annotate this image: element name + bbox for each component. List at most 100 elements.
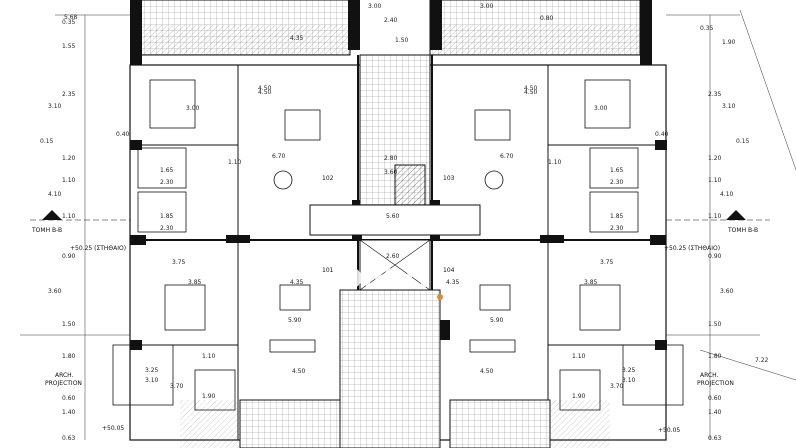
dim-right-1: 1.90	[722, 39, 736, 46]
dim-room-r-a: 3.75	[600, 259, 614, 266]
dim-room-s1: 1.65	[160, 167, 174, 174]
dimension-lines	[20, 9, 796, 440]
right-dimensions: 0.35 1.90 2.35 3.10 0.40 0.15 1.20 1.10 …	[655, 25, 750, 442]
left-dimensions: 0.35 1.55 2.35 3.10 0.40 0.15 1.20 1.10 …	[40, 19, 130, 442]
projection-label-right-2: PROJECTION	[697, 380, 734, 387]
dim-room-c2: 2.60	[386, 253, 400, 260]
dim-left-10: 0.90	[62, 253, 76, 260]
unit-label-102: 102	[322, 175, 334, 182]
level-label-left: +50.25 (ΣΤΗΘΑΙΟ)	[70, 245, 126, 252]
dim-right-3: 3.10	[722, 103, 736, 110]
dim-room-c-w2: 3.60	[384, 169, 398, 176]
dim-right-0: 0.35	[700, 25, 714, 32]
dining-tables	[269, 170, 516, 353]
dim-room-s8: 2.30	[610, 225, 624, 232]
dim-room-tr-h: 3.00	[594, 105, 608, 112]
dim-left-11: 3.60	[48, 288, 62, 295]
dim-room-br-w: 4.50	[480, 368, 494, 375]
dim-left-9: 1.10	[62, 213, 76, 220]
dim-room-r-b: 3.85	[584, 279, 598, 286]
dim-right-5: 0.15	[736, 138, 750, 145]
dim-room-bl2: 3.70	[170, 383, 184, 390]
dim-left-14: 0.60	[62, 395, 76, 402]
dim-left-3: 3.10	[48, 103, 62, 110]
dim-room-ll-w: 5.90	[288, 317, 302, 324]
room-dimensions: 4.50 3.00 4.50 3.00 6.70 6.70 2.80 3.60 …	[145, 85, 769, 400]
beds	[149, 79, 631, 331]
watermark-dot	[437, 294, 443, 300]
projection-label-left-1: ARCH.	[55, 372, 74, 379]
dim-right-9: 1.10	[708, 213, 722, 220]
dim-room-c6: 4.50	[524, 85, 538, 92]
top-terraces	[139, 0, 641, 56]
section-label-right: TOMH B-B	[727, 227, 758, 234]
dim-right-13: 1.80	[708, 353, 722, 360]
dim-left-7: 1.10	[62, 177, 76, 184]
dim-room-s7: 1.85	[610, 213, 624, 220]
dim-left-2: 2.35	[62, 91, 76, 98]
section-marker-right	[666, 210, 770, 221]
dim-room-s5: 1.65	[610, 167, 624, 174]
dim-top-6: 0.80	[540, 15, 554, 22]
dim-room-tl-h: 3.00	[186, 105, 200, 112]
dim-left-12: 1.50	[62, 321, 76, 328]
dim-room-c5: 4.50	[258, 85, 272, 92]
dim-room-b3: 1.10	[202, 353, 216, 360]
dim-room-tl-w: 4.50	[258, 89, 272, 96]
projection-label-right-1: ARCH.	[700, 372, 719, 379]
section-marker-left	[30, 210, 130, 221]
dim-room-bl-w: 4.50	[292, 368, 306, 375]
dim-room-c-w: 2.80	[384, 155, 398, 162]
dim-right-16: 0.63	[708, 435, 722, 442]
bathrooms	[112, 147, 684, 411]
dim-room-b1: 1.90	[202, 393, 216, 400]
dim-top-1: 3.00	[368, 3, 382, 10]
dim-left-1: 1.55	[62, 43, 76, 50]
dim-right-7: 1.10	[708, 177, 722, 184]
dim-top-2: 2.40	[384, 17, 398, 24]
dim-room-sr: 3.10	[622, 377, 636, 384]
dim-room-c4: 4.35	[446, 279, 460, 286]
dim-room-s4: 2.30	[160, 225, 174, 232]
level-label-bottom-left: +50.05	[102, 425, 124, 432]
dim-left-6: 1.20	[62, 155, 76, 162]
dim-room-br2: 3.70	[610, 383, 624, 390]
dim-room-sl: 3.10	[145, 377, 159, 384]
top-dimensions: 5.68 3.00 2.40 1.50 4.35 3.00 0.80	[64, 3, 554, 44]
dim-room-t1: 1.10	[228, 159, 242, 166]
dim-room-s2: 2.30	[160, 179, 174, 186]
dim-room-rr-w: 5.90	[490, 317, 504, 324]
dim-right-8: 4.10	[720, 191, 734, 198]
dim-left-13: 1.80	[62, 353, 76, 360]
dim-right-15: 1.40	[708, 409, 722, 416]
projection-label-left-2: PROJECTION	[45, 380, 82, 387]
dim-right-2: 2.35	[708, 91, 722, 98]
level-label-right: +50.25 (ΣΤΗΘΑΙΟ)	[664, 245, 720, 252]
dim-right-6: 1.20	[708, 155, 722, 162]
dim-room-c3: 4.35	[290, 279, 304, 286]
dim-right-11: 3.60	[720, 288, 734, 295]
dim-room-l-a: 3.75	[172, 259, 186, 266]
dim-right-10: 0.90	[708, 253, 722, 260]
watermark-text: D.C.G	[340, 262, 428, 295]
dim-left-5: 0.15	[40, 138, 54, 145]
dim-right-4: 0.40	[655, 131, 669, 138]
dim-room-w1: 3.25	[145, 367, 159, 374]
dim-right-12: 1.50	[708, 321, 722, 328]
dim-room-cr-w: 6.70	[500, 153, 514, 160]
unit-label-101: 101	[322, 267, 334, 274]
dim-right-14: 0.60	[708, 395, 722, 402]
dim-room-c1: 5.60	[386, 213, 400, 220]
dim-room-t2: 1.10	[548, 159, 562, 166]
dim-left-4: 0.40	[116, 131, 130, 138]
dim-left-0: 0.35	[62, 19, 76, 26]
bottom-terraces	[180, 399, 610, 448]
unit-label-104: 104	[443, 267, 455, 274]
dim-room-tr-w: 4.50	[524, 89, 538, 96]
dim-room-diag: 7.22	[755, 357, 769, 364]
dim-room-l-b: 3.85	[188, 279, 202, 286]
dim-room-w2: 3.25	[622, 367, 636, 374]
dim-room-b4: 1.10	[572, 353, 586, 360]
dim-left-16: 0.63	[62, 435, 76, 442]
